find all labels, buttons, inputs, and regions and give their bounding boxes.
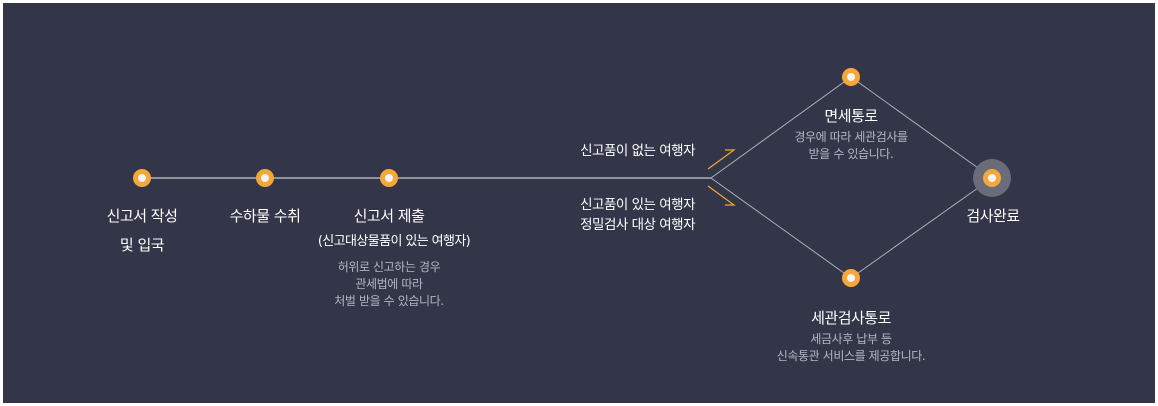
arrow-up-icon [707, 149, 736, 170]
branch-label-upper: 신고품이 없는 여행자 [580, 143, 695, 159]
step3-title: 신고서 제출 [353, 207, 425, 225]
customs-path [710, 177, 993, 279]
desc-line: 허위로 신고하는 경우 [337, 260, 441, 274]
desc-line: 경우에 따라 세관검사를 [794, 130, 908, 144]
branch-label-line: 신고품이 있는 여행자 [580, 197, 695, 213]
desc-line: 세금사후 납부 등 [810, 332, 892, 346]
desc-line: 신속통관 서비스를 제공합니다. [776, 349, 926, 363]
desc-line: 관세법에 따라 [355, 277, 423, 291]
node-step2 [256, 169, 274, 187]
node-customs [842, 269, 860, 287]
customs-desc: 세금사후 납부 등 신속통관 서비스를 제공합니다. [777, 331, 926, 365]
step2-title: 수하물 수취 [229, 207, 301, 225]
complete-title: 검사완료 [966, 207, 1020, 225]
node-step1 [133, 169, 151, 187]
node-complete [983, 169, 1001, 187]
duty-free-desc: 경우에 따라 세관검사를 받을 수 있습니다. [794, 129, 908, 163]
diagram-panel [3, 3, 1155, 403]
step3-desc: 허위로 신고하는 경우 관세법에 따라 처벌 받을 수 있습니다. [334, 259, 444, 310]
step1-title-line2: 및 입국 [119, 236, 165, 254]
step1-title-line1: 신고서 작성 [106, 207, 178, 225]
customs-title: 세관검사통로 [811, 309, 891, 327]
step3-subtitle: (신고대상물품이 있는 여행자) [317, 234, 471, 249]
arrow-down-icon [707, 185, 736, 206]
node-step3 [380, 169, 398, 187]
branch-label-lower: 신고품이 있는 여행자 정밀검사 대상 여행자 [580, 195, 695, 235]
desc-line: 처벌 받을 수 있습니다. [334, 294, 444, 308]
node-duty-free [842, 68, 860, 86]
desc-line: 받을 수 있습니다. [808, 147, 894, 161]
branch-label-line: 정밀검사 대상 여행자 [580, 217, 695, 233]
duty-free-title: 면세통로 [824, 107, 878, 125]
